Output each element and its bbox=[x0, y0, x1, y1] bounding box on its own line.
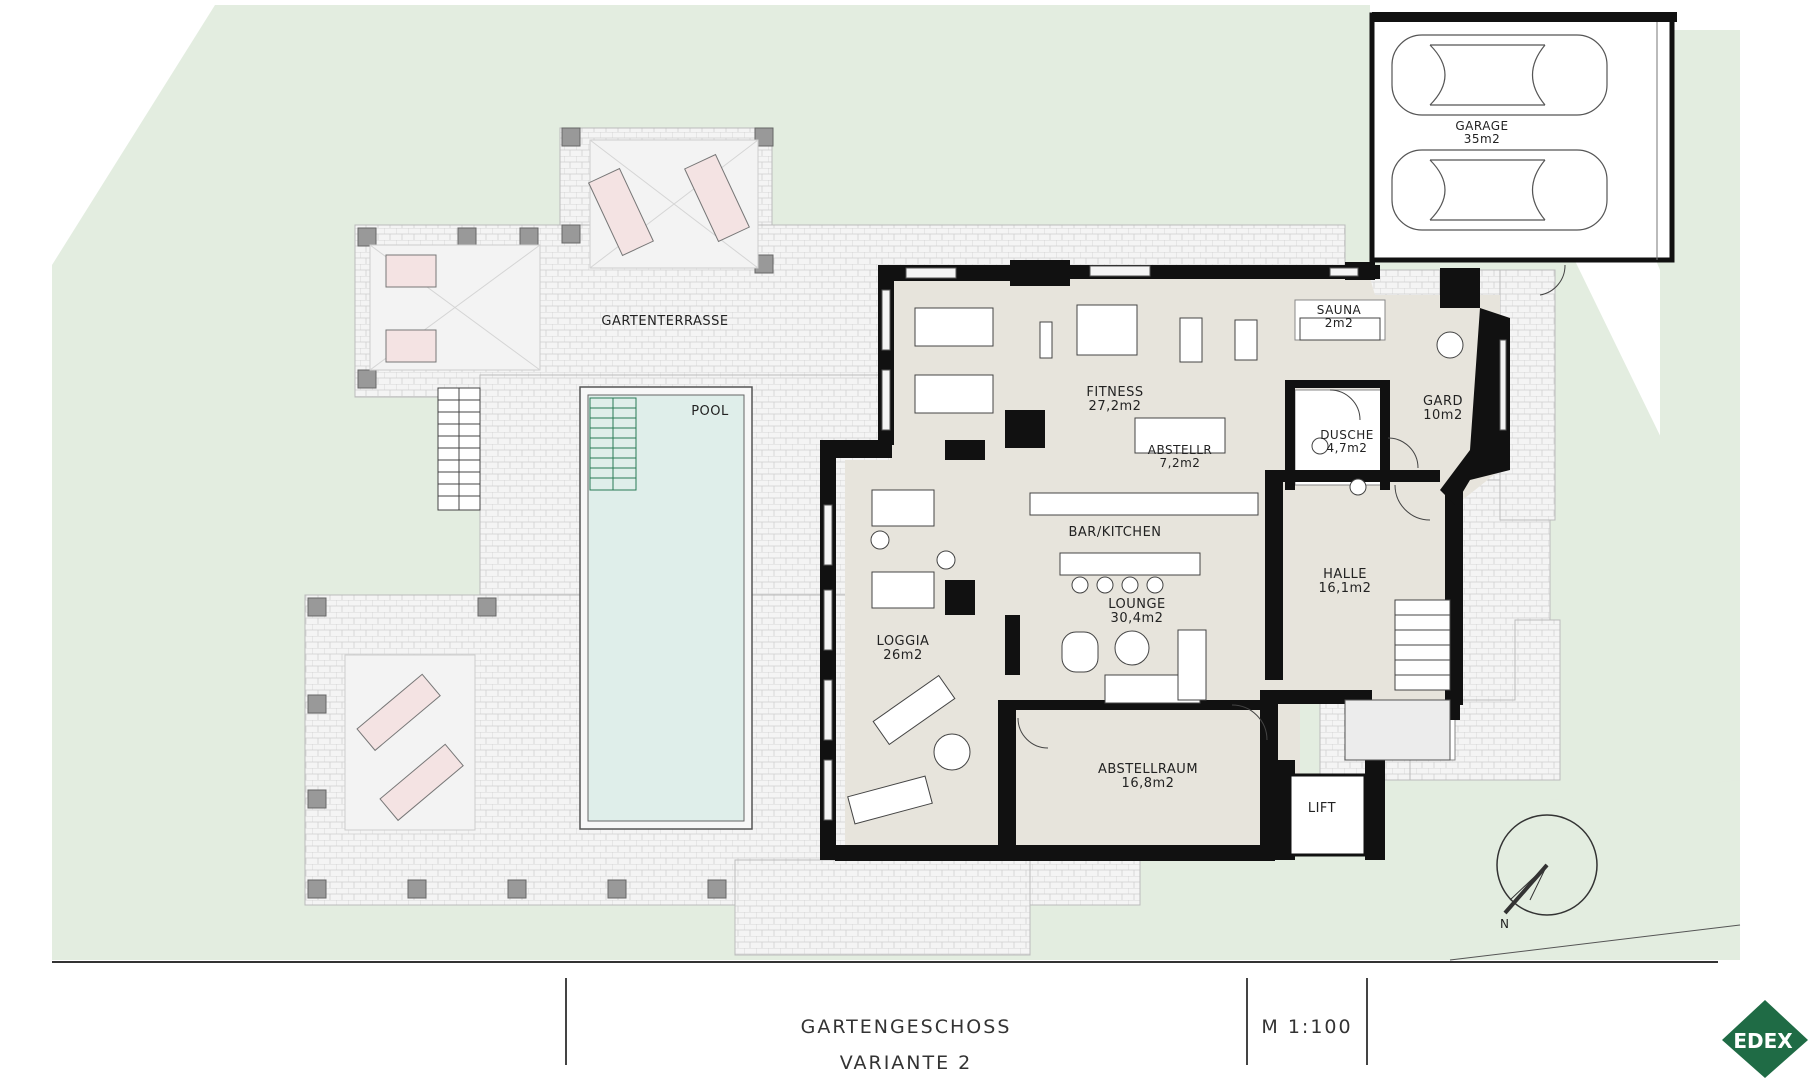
label-abstellr: ABSTELLR bbox=[1148, 443, 1212, 457]
walls bbox=[820, 260, 1510, 861]
lounge-furniture bbox=[1029, 492, 1259, 704]
dusche-furniture bbox=[1311, 331, 1464, 496]
car-icon bbox=[1391, 34, 1608, 116]
label-halle: HALLE bbox=[1323, 567, 1367, 582]
title-scale: M 1:100 bbox=[1261, 1016, 1352, 1038]
north-arrow-icon: N bbox=[1496, 814, 1598, 931]
label-abstellraum: ABSTELLRAUM bbox=[1098, 762, 1198, 777]
label-sauna: SAUNA bbox=[1317, 303, 1362, 317]
title-block: GARTENGESCHOSS VARIANTE 2 M 1:100 bbox=[565, 978, 1368, 1074]
windows bbox=[823, 265, 1507, 821]
sun-deck-west bbox=[369, 244, 541, 371]
pool bbox=[579, 386, 753, 830]
label-dusche: DUSCHE bbox=[1320, 428, 1374, 442]
car-icon bbox=[1391, 149, 1608, 231]
label-halle-area: 16,1m2 bbox=[1319, 581, 1372, 596]
storage-unit bbox=[1344, 699, 1451, 761]
label-dusche-area: 4,7m2 bbox=[1327, 441, 1368, 455]
label-abstellraum-area: 16,8m2 bbox=[1122, 776, 1175, 791]
loggia-furniture bbox=[847, 489, 971, 825]
room-labels: GARTENTERRASSE POOL GARAGE 35m2 SAUNA 2m… bbox=[601, 119, 1508, 816]
door-swings bbox=[1017, 264, 1566, 749]
label-loggia: LOGGIA bbox=[877, 634, 930, 649]
title-variant: VARIANTE 2 bbox=[840, 1052, 973, 1074]
label-gard: GARD bbox=[1423, 394, 1463, 409]
label-bar-kitchen: BAR/KITCHEN bbox=[1068, 525, 1161, 540]
label-lounge-area: 30,4m2 bbox=[1111, 611, 1164, 626]
fitness-furniture bbox=[914, 304, 1258, 454]
garage bbox=[1369, 12, 1677, 263]
logo-text: EDEX bbox=[1733, 1029, 1793, 1053]
sun-deck-southwest bbox=[344, 654, 476, 831]
label-pool: POOL bbox=[691, 404, 729, 419]
pool-stairs bbox=[589, 397, 637, 491]
label-sauna-area: 2m2 bbox=[1325, 316, 1353, 330]
label-lift: LIFT bbox=[1308, 801, 1336, 816]
title-floor: GARTENGESCHOSS bbox=[801, 1016, 1012, 1038]
sauna-furniture bbox=[1299, 317, 1381, 341]
label-garage: GARAGE bbox=[1455, 119, 1508, 133]
label-lounge: LOUNGE bbox=[1108, 597, 1166, 612]
sun-deck-north bbox=[588, 139, 759, 269]
label-gard-area: 10m2 bbox=[1423, 408, 1462, 423]
label-fitness-area: 27,2m2 bbox=[1089, 399, 1142, 414]
north-label: N bbox=[1500, 917, 1509, 931]
lift-shaft bbox=[1288, 773, 1367, 857]
label-loggia-area: 26m2 bbox=[883, 648, 922, 663]
site-boundary-diagonal bbox=[1449, 924, 1741, 961]
edex-logo: EDEX bbox=[1722, 1000, 1808, 1078]
pergola-posts bbox=[307, 127, 774, 899]
halle-stairs bbox=[1394, 599, 1451, 691]
garden-stairs bbox=[437, 387, 481, 511]
label-gartenterrasse: GARTENTERRASSE bbox=[601, 314, 728, 329]
label-garage-area: 35m2 bbox=[1464, 132, 1501, 146]
label-abstellr-area: 7,2m2 bbox=[1160, 456, 1201, 470]
label-fitness: FITNESS bbox=[1086, 385, 1143, 400]
